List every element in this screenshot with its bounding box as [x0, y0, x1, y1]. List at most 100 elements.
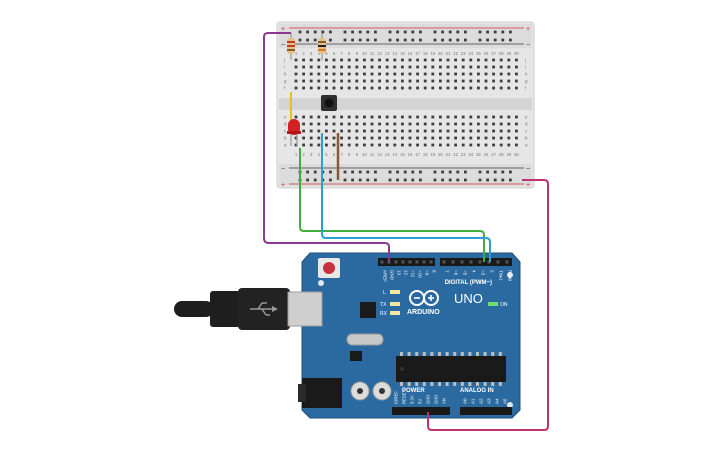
- breadboard-hole[interactable]: [343, 38, 347, 42]
- breadboard-hole[interactable]: [446, 136, 450, 140]
- breadboard-hole[interactable]: [332, 136, 336, 140]
- breadboard-hole[interactable]: [461, 143, 465, 147]
- breadboard-hole[interactable]: [393, 143, 397, 147]
- breadboard-hole[interactable]: [433, 38, 437, 42]
- header-pin[interactable]: [422, 260, 426, 264]
- breadboard-hole[interactable]: [515, 136, 518, 140]
- breadboard-hole[interactable]: [446, 79, 450, 83]
- push-button[interactable]: [321, 95, 337, 111]
- breadboard-hole[interactable]: [484, 136, 488, 140]
- header-pin[interactable]: [505, 260, 509, 264]
- breadboard-hole[interactable]: [484, 143, 488, 147]
- breadboard-hole[interactable]: [370, 143, 374, 147]
- breadboard-hole[interactable]: [378, 122, 381, 126]
- magenta-wire[interactable]: [427, 179, 549, 431]
- breadboard-hole[interactable]: [329, 38, 332, 42]
- breadboard-hole[interactable]: [446, 122, 450, 126]
- breadboard-hole[interactable]: [396, 38, 399, 42]
- breadboard-hole[interactable]: [317, 115, 321, 119]
- breadboard-hole[interactable]: [378, 129, 381, 133]
- breadboard-hole[interactable]: [416, 122, 419, 126]
- breadboard-hole[interactable]: [358, 30, 362, 34]
- breadboard-hole[interactable]: [461, 122, 465, 126]
- breadboard-hole[interactable]: [454, 136, 457, 140]
- breadboard-hole[interactable]: [454, 129, 457, 133]
- breadboard-hole[interactable]: [423, 143, 427, 147]
- breadboard-hole[interactable]: [501, 38, 505, 42]
- breadboard-hole[interactable]: [431, 136, 435, 140]
- breadboard-hole[interactable]: [401, 58, 404, 62]
- breadboard-hole[interactable]: [358, 178, 362, 182]
- breadboard-hole[interactable]: [507, 143, 511, 147]
- breadboard-hole[interactable]: [515, 79, 518, 83]
- breadboard-hole[interactable]: [515, 86, 518, 90]
- breadboard-hole[interactable]: [332, 72, 336, 76]
- breadboard-hole[interactable]: [294, 86, 298, 90]
- breadboard-hole[interactable]: [401, 65, 404, 69]
- breadboard-hole[interactable]: [454, 86, 457, 90]
- power-header[interactable]: [392, 407, 450, 415]
- breadboard-hole[interactable]: [306, 30, 309, 34]
- breadboard-hole[interactable]: [478, 30, 482, 34]
- breadboard-hole[interactable]: [370, 115, 374, 119]
- breadboard-hole[interactable]: [464, 170, 467, 174]
- breadboard-hole[interactable]: [370, 122, 374, 126]
- breadboard-hole[interactable]: [363, 122, 366, 126]
- breadboard-hole[interactable]: [355, 143, 359, 147]
- breadboard-hole[interactable]: [378, 58, 381, 62]
- breadboard-hole[interactable]: [403, 178, 407, 182]
- analog-header[interactable]: [460, 407, 512, 415]
- breadboard-hole[interactable]: [448, 38, 452, 42]
- breadboard-hole[interactable]: [441, 30, 444, 34]
- breadboard-hole[interactable]: [378, 143, 381, 147]
- breadboard-hole[interactable]: [393, 136, 397, 140]
- breadboard-hole[interactable]: [340, 136, 343, 140]
- breadboard-hole[interactable]: [401, 122, 404, 126]
- breadboard-hole[interactable]: [423, 65, 427, 69]
- breadboard-hole[interactable]: [393, 65, 397, 69]
- breadboard-hole[interactable]: [363, 136, 366, 140]
- breadboard-hole[interactable]: [388, 38, 392, 42]
- breadboard-hole[interactable]: [456, 178, 460, 182]
- digital-header-right[interactable]: [440, 258, 512, 266]
- breadboard-hole[interactable]: [431, 86, 435, 90]
- breadboard-hole[interactable]: [298, 30, 302, 34]
- breadboard-hole[interactable]: [355, 115, 359, 119]
- breadboard-hole[interactable]: [366, 170, 370, 174]
- breadboard-hole[interactable]: [439, 115, 442, 119]
- breadboard-hole[interactable]: [448, 170, 452, 174]
- breadboard-hole[interactable]: [374, 178, 377, 182]
- breadboard-hole[interactable]: [408, 136, 412, 140]
- breadboard-hole[interactable]: [454, 72, 457, 76]
- breadboard-hole[interactable]: [515, 129, 518, 133]
- breadboard-hole[interactable]: [401, 129, 404, 133]
- breadboard-hole[interactable]: [393, 58, 397, 62]
- breadboard-hole[interactable]: [329, 178, 332, 182]
- breadboard[interactable]: + − + − − + − + 112233445566778899101011…: [276, 21, 535, 189]
- breadboard-hole[interactable]: [347, 115, 351, 119]
- breadboard-hole[interactable]: [433, 30, 437, 34]
- breadboard-hole[interactable]: [461, 72, 465, 76]
- breadboard-hole[interactable]: [317, 58, 321, 62]
- header-pin[interactable]: [429, 260, 433, 264]
- breadboard-hole[interactable]: [501, 178, 505, 182]
- breadboard-hole[interactable]: [469, 72, 473, 76]
- header-pin[interactable]: [451, 260, 455, 264]
- breadboard-hole[interactable]: [378, 79, 381, 83]
- breadboard-hole[interactable]: [431, 129, 435, 133]
- breadboard-hole[interactable]: [493, 38, 497, 42]
- blue-wire[interactable]: [321, 133, 491, 262]
- breadboard-hole[interactable]: [401, 79, 404, 83]
- breadboard-hole[interactable]: [423, 79, 427, 83]
- breadboard-hole[interactable]: [446, 115, 450, 119]
- breadboard-hole[interactable]: [492, 115, 495, 119]
- breadboard-hole[interactable]: [332, 58, 336, 62]
- resistor-1[interactable]: [287, 33, 295, 60]
- breadboard-hole[interactable]: [325, 79, 328, 83]
- breadboard-hole[interactable]: [340, 65, 343, 69]
- breadboard-hole[interactable]: [461, 58, 465, 62]
- breadboard-hole[interactable]: [439, 79, 442, 83]
- breadboard-hole[interactable]: [454, 65, 457, 69]
- breadboard-hole[interactable]: [411, 30, 415, 34]
- breadboard-hole[interactable]: [388, 30, 392, 34]
